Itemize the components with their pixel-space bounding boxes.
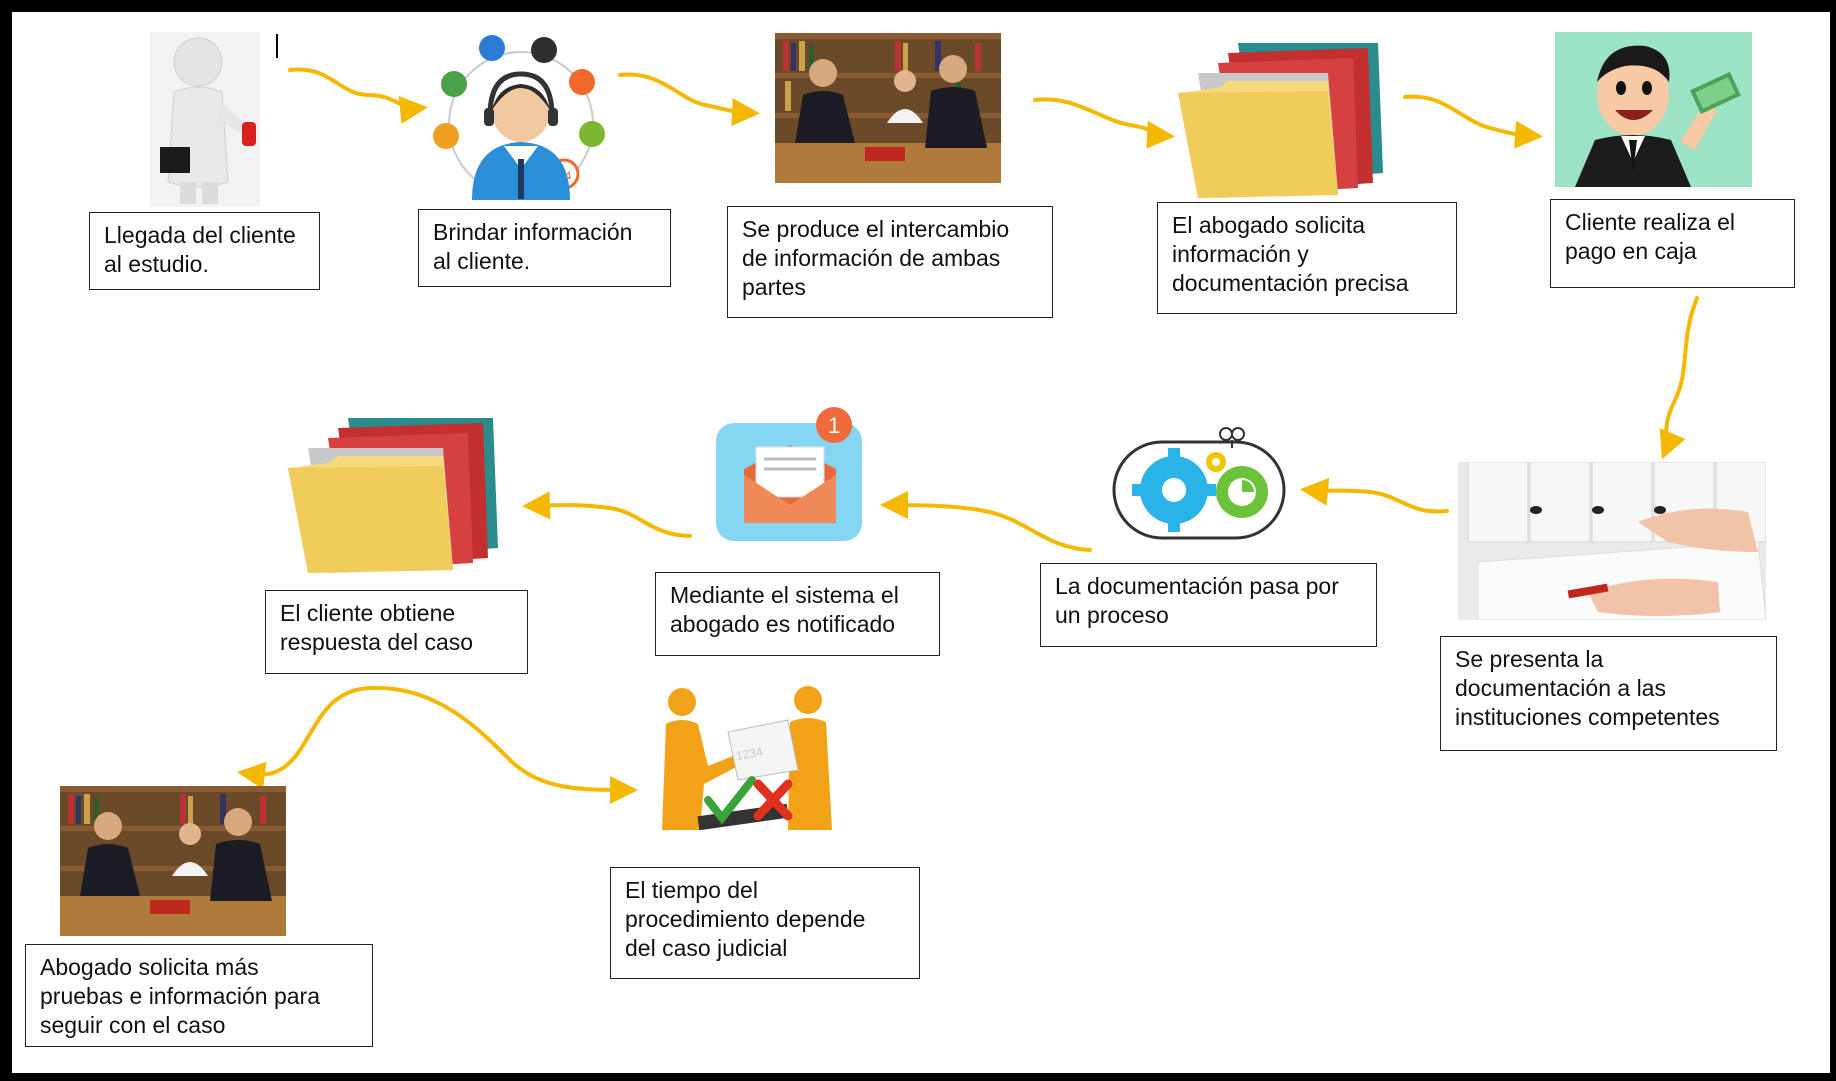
email-notification-icon: 1 xyxy=(712,405,872,545)
businessman-money-icon xyxy=(1555,32,1752,187)
arrow-4-5 xyxy=(1403,94,1543,149)
approval-check-icon: 1234 xyxy=(648,680,848,845)
arrow-9-11 xyxy=(237,685,382,790)
binders-documents-photo xyxy=(1458,462,1766,620)
businessman-3d-icon xyxy=(150,32,260,207)
folders-icon xyxy=(1178,33,1398,198)
svg-text:1234: 1234 xyxy=(735,744,764,762)
lawyer-meeting-photo xyxy=(775,33,1001,183)
step-4-box: El abogado solicita información y docume… xyxy=(1157,202,1457,314)
step-9-box: El cliente obtiene respuesta del caso xyxy=(265,590,528,674)
step-11-box: Abogado solicita más pruebas e informaci… xyxy=(25,944,373,1047)
folders-icon xyxy=(288,408,513,573)
lawyer-meeting-photo xyxy=(60,786,286,936)
arrow-3-4 xyxy=(1033,97,1175,149)
step-3-box: Se produce el intercambio de información… xyxy=(727,206,1053,318)
notification-count: 1 xyxy=(828,413,840,438)
step-2-box: Brindar información al cliente. xyxy=(418,209,671,287)
step-5-box: Cliente realiza el pago en caja xyxy=(1550,199,1795,288)
arrow-8-9 xyxy=(522,491,692,538)
arrow-2-3 xyxy=(618,72,760,127)
arrow-7-8 xyxy=(880,491,1092,552)
arrow-6-7 xyxy=(1300,477,1449,514)
text-cursor xyxy=(276,34,278,58)
call-center-agent-icon: 24 xyxy=(432,34,610,200)
arrow-5-6 xyxy=(1659,296,1699,460)
arrow-1-2 xyxy=(288,67,428,124)
gears-process-icon xyxy=(1104,422,1294,546)
step-8-box: Mediante el sistema el abogado es notifi… xyxy=(655,572,940,656)
step-7-box: La documentación pasa por un proceso xyxy=(1040,563,1377,647)
step-6-box: Se presenta la documentación a las insti… xyxy=(1440,636,1777,751)
arrow-9-10 xyxy=(380,686,638,804)
step-10-box: El tiempo del procedimiento depende del … xyxy=(610,867,920,979)
step-1-box: Llegada del cliente al estudio. xyxy=(89,212,320,290)
